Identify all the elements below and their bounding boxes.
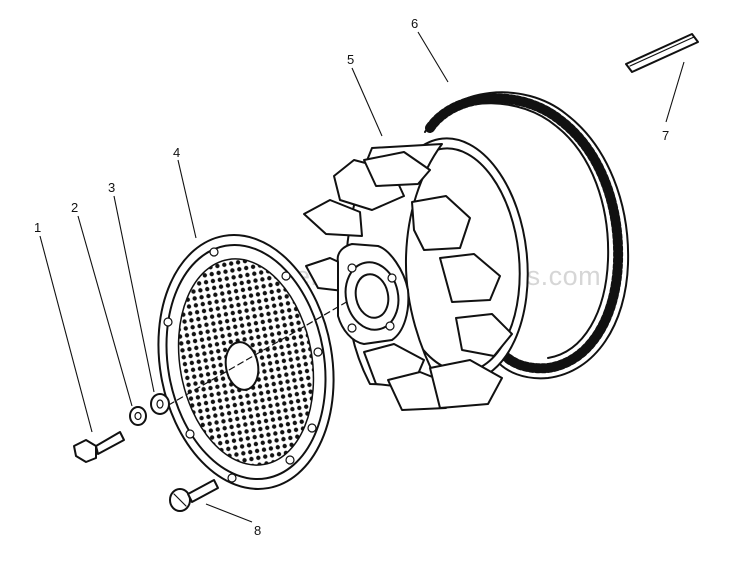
leader-5 (351, 67, 383, 137)
leader-6 (417, 31, 449, 83)
washer-part (150, 393, 170, 415)
ring-gear (424, 91, 630, 380)
callout-7: 7 (662, 128, 669, 143)
bolt-part (73, 431, 125, 463)
leader-3 (113, 195, 155, 393)
callout-6: 6 (411, 16, 418, 31)
callout-2: 2 (71, 200, 78, 215)
flywheel (303, 137, 529, 411)
screen-disc (157, 234, 335, 490)
callout-3: 3 (108, 180, 115, 195)
leader-1 (39, 235, 93, 433)
callout-5: 5 (347, 52, 354, 67)
callout-1: 1 (34, 220, 41, 235)
lock-washer-part (129, 406, 147, 426)
screw-part (169, 479, 219, 512)
leader-7 (665, 61, 685, 123)
callout-4: 4 (173, 145, 180, 160)
leader-4 (177, 159, 197, 239)
leader-2 (77, 215, 133, 407)
leader-8 (205, 503, 253, 523)
callout-8: 8 (254, 523, 261, 538)
key-part (625, 33, 699, 73)
